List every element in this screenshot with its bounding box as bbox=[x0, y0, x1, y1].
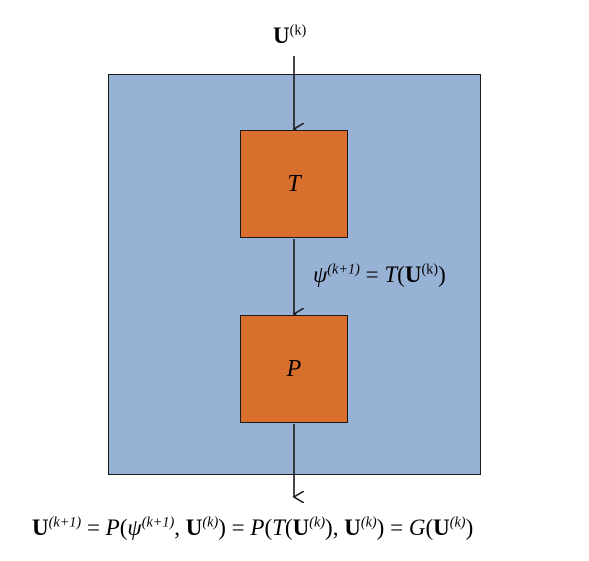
p2-open-paren: ( bbox=[264, 515, 273, 540]
t-function-2: T bbox=[272, 515, 285, 540]
close-paren: ) bbox=[438, 262, 446, 287]
p-function-1: P bbox=[105, 515, 120, 540]
g-close-paren: ) bbox=[465, 515, 474, 540]
u-symbol: U bbox=[404, 262, 422, 287]
equals-sign-2: = bbox=[225, 515, 251, 540]
g-open-paren: ( bbox=[425, 515, 434, 540]
t2-open-paren: ( bbox=[284, 515, 293, 540]
equals-sign: = bbox=[359, 262, 385, 287]
psi-superscript-out: (k+1) bbox=[141, 514, 175, 531]
t-operator-label: T bbox=[287, 170, 301, 197]
open-paren: ( bbox=[397, 262, 405, 287]
p-operator-label: P bbox=[286, 355, 302, 382]
u-superscript-4: (k) bbox=[449, 514, 466, 531]
u-symbol-2: U bbox=[292, 515, 310, 540]
input-u-superscript: (k) bbox=[289, 22, 307, 39]
u-superscript: (k) bbox=[421, 261, 439, 278]
input-label: U(k) bbox=[273, 22, 307, 48]
g-function: G bbox=[408, 515, 426, 540]
psi-superscript: (k+1) bbox=[327, 261, 360, 278]
p2-close-paren: ) bbox=[376, 515, 385, 540]
u-superscript-2: (k) bbox=[309, 514, 326, 531]
p-operator-block: P bbox=[240, 315, 348, 423]
comma-2: , bbox=[332, 515, 345, 540]
u-superscript-1: (k) bbox=[202, 514, 219, 531]
u-symbol-3: U bbox=[344, 515, 361, 540]
psi-symbol: ψ bbox=[313, 262, 328, 287]
t-operator-block: T bbox=[240, 130, 348, 238]
equals-sign-1: = bbox=[81, 515, 106, 540]
p-function-2: P bbox=[250, 515, 265, 540]
u-symbol-1: U bbox=[185, 515, 203, 540]
intermediate-formula: ψ(k+1) = T(U(k)) bbox=[313, 261, 446, 287]
p1-close-paren: ) bbox=[218, 515, 226, 540]
t-function: T bbox=[384, 262, 398, 287]
input-u-symbol: U bbox=[273, 23, 290, 48]
lhs-u-superscript: (k+1) bbox=[48, 514, 82, 531]
lhs-u-symbol: U bbox=[32, 515, 49, 540]
output-formula: U(k+1) = P(ψ(k+1), U(k)) = P(T(U(k)), U(… bbox=[32, 514, 474, 540]
comma-1: , bbox=[174, 515, 186, 540]
t2-close-paren: ) bbox=[325, 515, 333, 540]
u-superscript-3: (k) bbox=[360, 514, 377, 531]
u-symbol-4: U bbox=[433, 515, 450, 540]
psi-symbol-out: ψ bbox=[127, 515, 142, 540]
equals-sign-3: = bbox=[384, 515, 409, 540]
p1-open-paren: ( bbox=[119, 515, 128, 540]
